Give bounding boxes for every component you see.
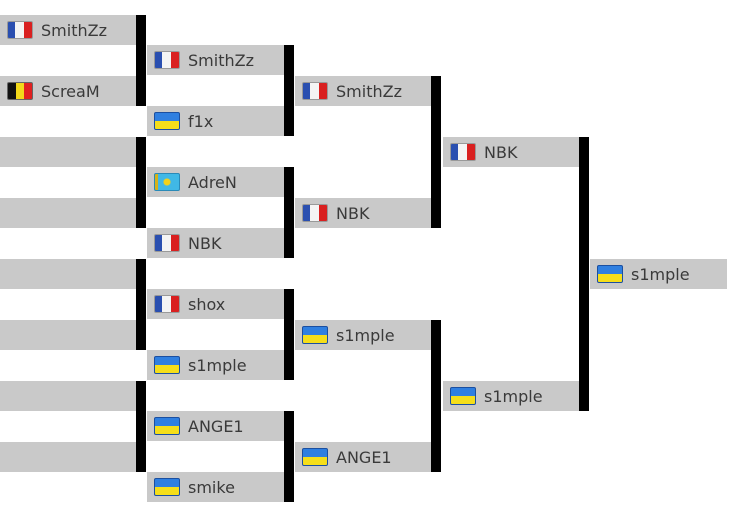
player-slot[interactable]: SmithZz — [295, 76, 431, 106]
player-name: s1mple — [484, 386, 543, 406]
player-name: NBK — [336, 203, 370, 223]
player-slot[interactable]: s1mple — [147, 350, 284, 380]
player-slot[interactable]: SmithZz — [0, 15, 136, 45]
match-connector — [431, 320, 441, 472]
player-slot[interactable]: f1x — [147, 106, 284, 136]
match-connector — [136, 381, 146, 472]
match-connector — [136, 137, 146, 228]
match-connector — [579, 137, 589, 411]
player-slot[interactable]: ScreaM — [0, 76, 136, 106]
flag-ua-icon — [302, 326, 328, 344]
player-name: s1mple — [188, 355, 247, 375]
flag-kz-icon — [154, 173, 180, 191]
flag-ua-icon — [154, 356, 180, 374]
flag-ua-icon — [302, 448, 328, 466]
flag-fr-icon — [154, 234, 180, 252]
empty-slot[interactable] — [0, 320, 136, 350]
match-connector — [284, 289, 294, 380]
player-name: smike — [188, 477, 235, 497]
flag-ua-icon — [154, 478, 180, 496]
player-slot[interactable]: NBK — [443, 137, 579, 167]
player-name: SmithZz — [336, 81, 402, 101]
player-slot[interactable]: NBK — [147, 228, 284, 258]
match-connector — [136, 15, 146, 106]
player-name: SmithZz — [188, 50, 254, 70]
player-slot[interactable]: shox — [147, 289, 284, 319]
player-slot[interactable]: smike — [147, 472, 284, 502]
player-name: s1mple — [631, 264, 690, 284]
player-name: ScreaM — [41, 81, 100, 101]
empty-slot[interactable] — [0, 442, 136, 472]
empty-slot[interactable] — [0, 198, 136, 228]
player-slot[interactable]: AdreN — [147, 167, 284, 197]
flag-fr-icon — [154, 51, 180, 69]
flag-ua-icon — [154, 417, 180, 435]
flag-ua-icon — [154, 112, 180, 130]
player-name: f1x — [188, 111, 214, 131]
match-connector — [284, 167, 294, 258]
flag-ua-icon — [450, 387, 476, 405]
player-slot[interactable]: ANGE1 — [295, 442, 431, 472]
match-connector — [136, 259, 146, 350]
flag-be-icon — [7, 82, 33, 100]
flag-fr-icon — [450, 143, 476, 161]
empty-slot[interactable] — [0, 137, 136, 167]
flag-ua-icon — [597, 265, 623, 283]
player-slot[interactable]: ANGE1 — [147, 411, 284, 441]
match-connector — [431, 76, 441, 228]
player-name: NBK — [484, 142, 518, 162]
empty-slot[interactable] — [0, 259, 136, 289]
flag-fr-icon — [302, 204, 328, 222]
flag-fr-icon — [302, 82, 328, 100]
player-name: AdreN — [188, 172, 237, 192]
match-connector — [284, 45, 294, 136]
player-slot[interactable]: SmithZz — [147, 45, 284, 75]
empty-slot[interactable] — [0, 381, 136, 411]
flag-fr-icon — [7, 21, 33, 39]
player-name: shox — [188, 294, 226, 314]
player-name: s1mple — [336, 325, 395, 345]
player-slot[interactable]: NBK — [295, 198, 431, 228]
player-slot[interactable]: s1mple — [590, 259, 727, 289]
player-slot[interactable]: s1mple — [443, 381, 579, 411]
player-name: ANGE1 — [336, 447, 392, 467]
player-name: NBK — [188, 233, 222, 253]
player-slot[interactable]: s1mple — [295, 320, 431, 350]
match-connector — [284, 411, 294, 502]
flag-fr-icon — [154, 295, 180, 313]
player-name: SmithZz — [41, 20, 107, 40]
player-name: ANGE1 — [188, 416, 244, 436]
